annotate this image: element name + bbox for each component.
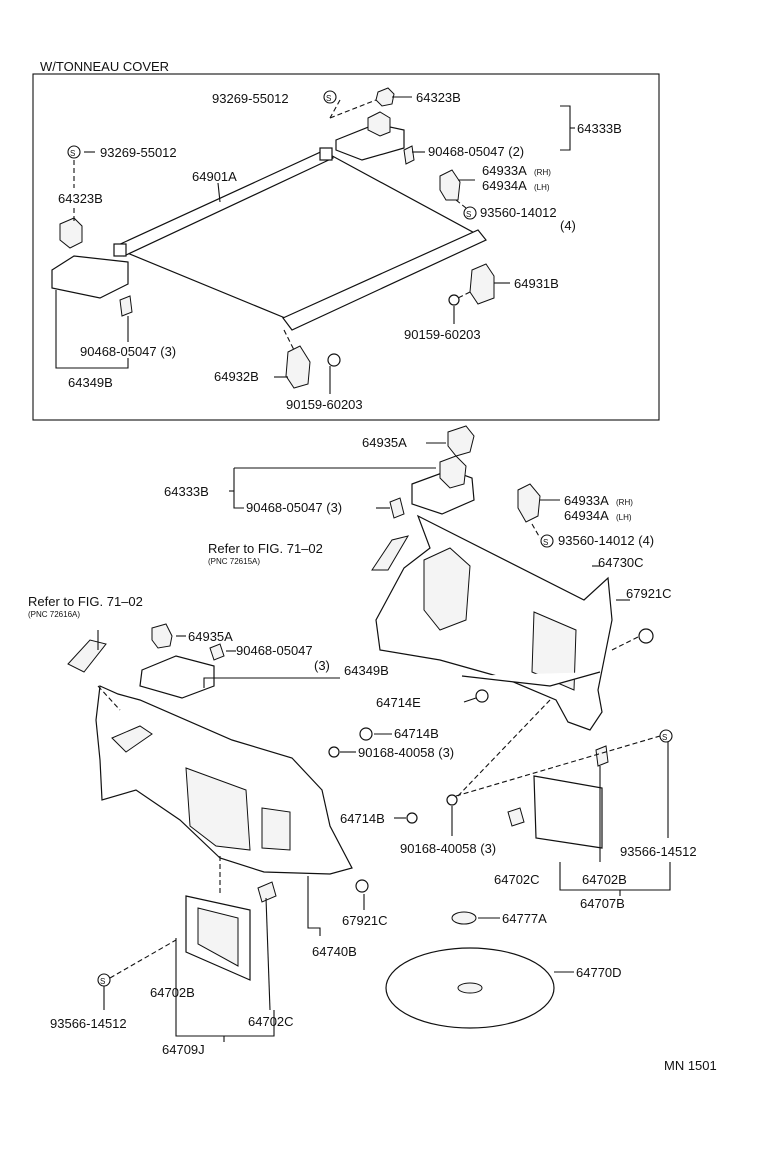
part-label: 64702C: [494, 872, 540, 887]
part-label: 64714B: [340, 811, 385, 826]
side-rh: (RH): [616, 498, 633, 507]
part-label: 64323B: [58, 191, 103, 206]
part-label: 64931B: [514, 276, 559, 291]
side-lh: (LH): [534, 183, 550, 192]
cover-64707B: [507, 745, 609, 849]
part-label: 64714B: [394, 726, 439, 741]
part-label: 64730C: [598, 555, 644, 570]
part-label: 64714E: [376, 695, 421, 710]
part-label: 64709J: [162, 1042, 205, 1057]
ref-text: Refer to FIG. 71–02: [28, 594, 143, 609]
part-label: (4): [560, 218, 576, 233]
part-label: 64323B: [416, 90, 461, 105]
part-label: 64901A: [192, 169, 237, 184]
part-label: 64932B: [214, 369, 259, 384]
part-label: 90468-05047 (2): [428, 144, 524, 159]
part-label: 64933A: [482, 163, 527, 178]
part-label: 64935A: [188, 629, 233, 644]
part-label: 90468-05047: [236, 643, 313, 658]
part-label: 90159-60203: [404, 327, 481, 342]
grille-ref-72615A: [371, 535, 410, 571]
side-rh: (RH): [534, 168, 551, 177]
part-label: 93566-14512: [620, 844, 697, 859]
part-label: 67921C: [342, 913, 388, 928]
ref-pnc: (PNC 72616A): [28, 610, 80, 619]
bracket-64333B: [389, 425, 475, 519]
bracket-64932B: [285, 345, 311, 389]
header-title: W/TONNEAU COVER: [40, 59, 169, 74]
part-label: 67921C: [626, 586, 672, 601]
ref-pnc: (PNC 72615A): [208, 557, 260, 566]
bracket-64349B: [139, 623, 225, 699]
bracket-64349B-inset: [51, 217, 133, 317]
part-label: 64702B: [582, 872, 627, 887]
part-label: 64777A: [502, 911, 547, 926]
part-label: 93560-14012: [480, 205, 557, 220]
svg-text:S: S: [326, 94, 331, 103]
part-label: 64702B: [150, 985, 195, 1000]
diagram-code: MN 1501: [664, 1058, 717, 1073]
part-label: 93566-14512: [50, 1016, 127, 1031]
tonneau-inset-frame: [32, 73, 660, 421]
side-lh: (LH): [616, 513, 632, 522]
part-label: 93269-55012: [100, 145, 177, 160]
part-label: 93269-55012: [212, 91, 289, 106]
part-label: 90168-40058 (3): [358, 745, 454, 760]
svg-text:S: S: [662, 733, 667, 742]
part-label: 64349B: [344, 663, 389, 678]
svg-text:S: S: [100, 977, 105, 986]
bracket-64931B: [469, 263, 495, 305]
svg-text:S: S: [466, 210, 471, 219]
part-label: 64333B: [577, 121, 622, 136]
part-label: (3): [314, 658, 330, 673]
part-label: 64770D: [576, 965, 622, 980]
part-label: 64933A: [564, 493, 609, 508]
part-label: 64702C: [248, 1014, 294, 1029]
svg-text:S: S: [70, 149, 75, 158]
part-label: 90468-05047 (3): [246, 500, 342, 515]
grille-ref-72616A: [67, 639, 107, 673]
part-label: 64934A: [482, 178, 527, 193]
quarter-trim-64740B: [95, 685, 353, 875]
part-labels: 93269-55012 64323B 64333B 90468-05047 (2…: [28, 90, 717, 1073]
part-label: 90159-60203: [286, 397, 363, 412]
bracket-64933A-main: [517, 483, 541, 523]
part-label: 90168-40058 (3): [400, 841, 496, 856]
part-label: 64934A: [564, 508, 609, 523]
tonneau-cover-64901A: [113, 147, 487, 331]
cover-64709J: [185, 881, 277, 981]
clip-symbol-icon: S S S S S S: [67, 90, 673, 987]
part-label: 90468-05047 (3): [80, 344, 176, 359]
part-label: 64349B: [68, 375, 113, 390]
part-label: 64333B: [164, 484, 209, 499]
spare-cover-64770D: [385, 911, 555, 1029]
part-label: 64935A: [362, 435, 407, 450]
part-label: 64740B: [312, 944, 357, 959]
part-label: 93560-14012 (4): [558, 533, 654, 548]
part-label: 64707B: [580, 896, 625, 911]
ref-text: Refer to FIG. 71–02: [208, 541, 323, 556]
quarter-trim-64730C: [375, 514, 613, 731]
svg-text:S: S: [543, 538, 548, 547]
